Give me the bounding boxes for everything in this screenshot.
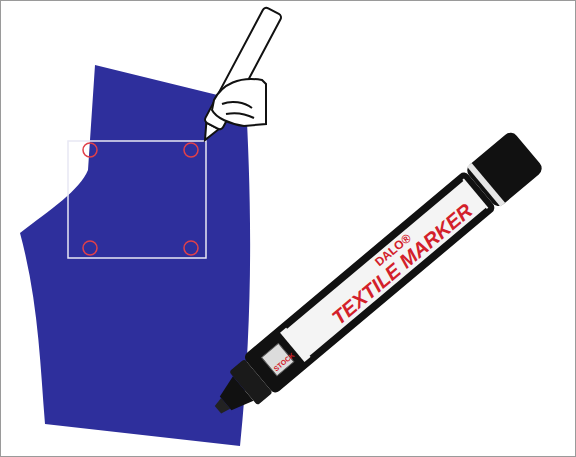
marker-barrel [242,170,496,395]
band-edge [286,180,462,328]
cap-ring [467,163,505,207]
mark-points [83,143,198,255]
mark-point [83,143,97,157]
marker-label-band [280,179,488,362]
finger-lines [222,102,254,118]
pen-body [204,6,283,130]
textile-marker [201,130,545,430]
marker-cap [464,130,545,210]
drawing-pen [196,6,282,144]
pocket-outline [68,141,206,258]
mark-point [184,143,198,157]
mark-point [184,241,198,255]
hand [212,79,266,126]
band-edge [311,209,487,357]
mark-point [83,241,97,255]
